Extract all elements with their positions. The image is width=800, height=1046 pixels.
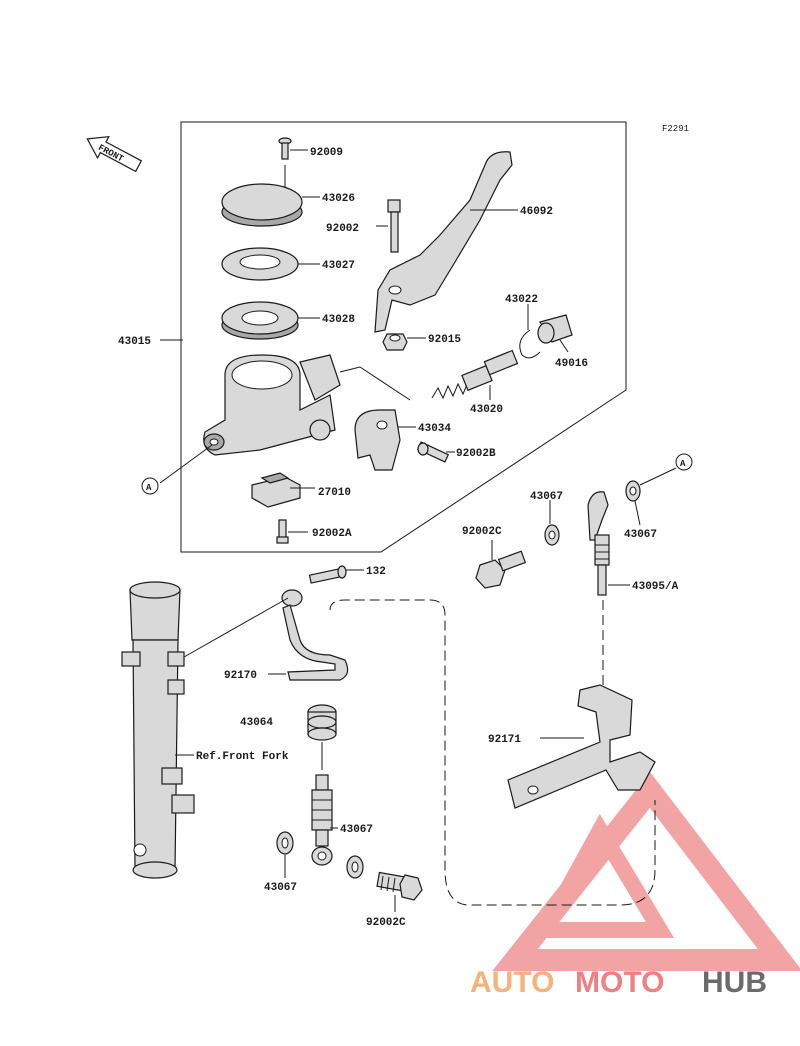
watermark-auto: AUTO [470,966,554,999]
switch-27010 [251,472,315,508]
clamp-92170 [268,589,349,681]
label-ref-front-fork: Ref.Front Fork [196,751,289,763]
label-43067-b: 43067 [530,491,563,503]
label-92171: 92171 [488,734,521,746]
label-43028: 43028 [322,314,355,326]
watermark-moto: MOTO [575,966,664,999]
plate-43027 [221,247,320,281]
label-43095a: 43095/A [632,581,679,593]
callout-a-left-label: A [146,483,152,493]
grommet-43064 [307,704,337,770]
bolt-92002 [376,199,401,253]
label-43027: 43027 [322,260,355,272]
circlip-43022 [519,304,541,359]
hose-fitting-43095a [587,491,630,596]
label-43022: 43022 [505,294,538,306]
label-49016: 49016 [555,358,588,370]
bolt-92002b [416,441,455,463]
lever-46092 [374,151,518,333]
label-27010: 27010 [318,487,351,499]
label-43067-d: 43067 [264,882,297,894]
label-43015: 43015 [118,336,151,348]
label-46092: 46092 [520,206,553,218]
screw-92002a [276,519,308,544]
label-43020: 43020 [470,404,503,416]
assembly-box [180,121,627,553]
callout-a-right [675,453,693,471]
clamp-43034 [354,409,416,471]
watermark-hub: HUB [702,966,767,999]
brake-hose-lower [311,774,338,866]
front-fork [121,581,195,879]
label-92002b: 92002B [456,448,496,460]
piston-43020 [431,349,519,400]
nut-92015 [382,333,426,351]
front-arrow-icon: FRONT [86,136,143,173]
master-cylinder-body [203,354,341,456]
cap-43026 [221,165,320,227]
label-43067-a: 43067 [624,529,657,541]
watermark-text: AUTO MOTO HUB [470,966,767,999]
screw-132 [308,565,364,584]
label-43034: 43034 [418,423,451,435]
label-92002c-a: 92002C [462,526,502,538]
label-92170: 92170 [224,670,257,682]
figure-code: F2291 [662,124,689,134]
diaphragm-43028 [221,301,320,340]
label-92009: 92009 [310,147,343,159]
label-92015: 92015 [428,334,461,346]
boot-49016 [537,314,573,353]
watermark-logo [492,772,800,971]
banjo-bolt-92002c-a [475,540,527,589]
bracket-92171 [507,684,656,809]
label-43067-c: 43067 [340,824,373,836]
label-43026: 43026 [322,193,355,205]
label-92002a: 92002A [312,528,352,540]
label-43064: 43064 [240,717,273,729]
callout-a-left [141,477,159,495]
banjo-bolt-92002c-b [376,871,423,912]
callout-a-right-label: A [680,459,686,469]
label-132: 132 [366,566,386,578]
label-92002c-b: 92002C [366,917,406,929]
screw-92009 [278,137,308,160]
label-92002: 92002 [326,223,359,235]
